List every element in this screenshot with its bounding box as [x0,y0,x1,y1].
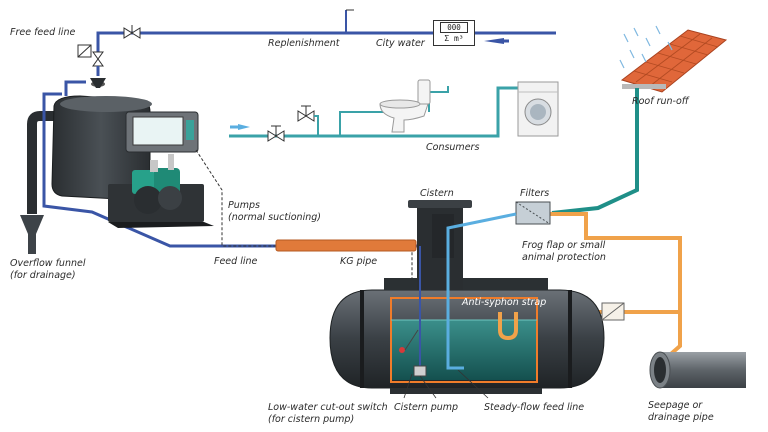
overflow-line [548,212,682,362]
kg-pipe [275,239,417,252]
cistern-tank [329,278,605,394]
pumps-sub-label: (normal suctioning) [228,212,321,223]
roof [619,25,728,93]
frog-flap-sub-label: animal protection [522,252,606,263]
consumer-valve-1 [267,125,285,142]
seepage-label: Seepage or [648,400,703,411]
feed-line-label: Feed line [214,256,258,267]
roof-runoff-label: Roof run-off [632,96,689,107]
replenishment-label: Replenishment [268,38,340,49]
replenishment-valve [123,25,141,39]
frog-flap-label: Frog flap or small [522,240,606,251]
filters-label: Filters [520,188,550,199]
water-meter: 000 Σ m³ [433,20,475,46]
pump-station [51,78,214,228]
steady-flow-feed-line-label: Steady-flow feed line [484,402,585,413]
leader-lines [403,369,489,399]
low-water-switch-sub-label: (for cistern pump) [268,414,355,425]
anti-syphon-strap-label: Anti-syphon strap [462,297,547,308]
cistern-label: Cistern [420,188,454,199]
filter-box [515,201,551,225]
overflow-funnel-label: Overflow funnel [10,258,86,269]
cistern-pump-label: Cistern pump [394,402,459,413]
solenoid-valve [77,44,104,76]
consumers-line [229,86,520,138]
seepage-pipe [649,351,746,389]
city-water-line [96,9,556,52]
unit-frame-lines [42,80,420,248]
anti-syphon-strap [498,302,625,341]
seepage-sub-label: drainage pipe [648,412,714,423]
consumer-valve-2 [297,105,319,136]
pumps-label: Pumps [228,200,260,211]
roof-downpipe [551,88,639,215]
meter-unit: Σ m³ [444,34,464,43]
cistern-pump-graphic [399,246,427,377]
meter-digits: 000 [440,22,468,33]
low-water-switch-label: Low-water cut-out switch [268,402,388,413]
free-feed-line-label: Free feed line [10,27,76,38]
steady-flow-pipe [446,212,517,370]
washing-machine [517,81,559,137]
city-water-label: City water [376,38,425,49]
overflow-pipe [20,111,62,254]
toilet [379,79,431,133]
cistern-dome [408,200,472,290]
consumers-label: Consumers [426,142,480,153]
kg-pipe-label: KG pipe [340,256,378,267]
overflow-funnel-sub-label: (for drainage) [10,270,76,281]
